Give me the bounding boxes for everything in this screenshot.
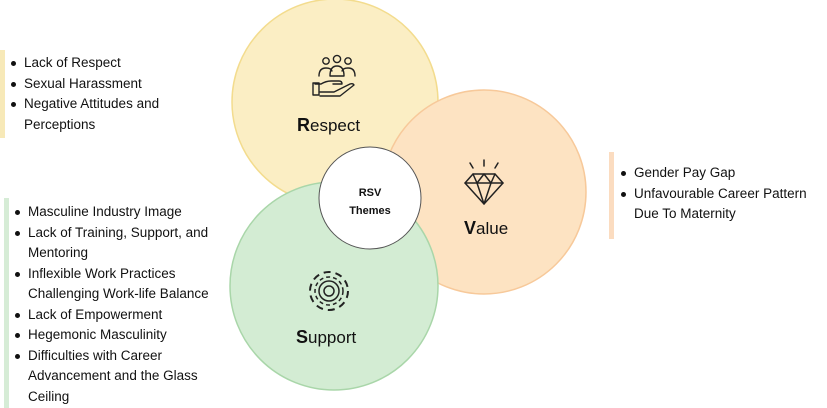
- list-item: Negative Attitudes and: [8, 94, 159, 115]
- list-item: Lack of Respect: [8, 53, 159, 74]
- gear-icon: [309, 271, 349, 311]
- value-label-rest: alue: [476, 219, 508, 238]
- list-item: Lack of Empowerment: [12, 305, 209, 326]
- support-label: Support: [296, 327, 356, 347]
- respect-label-initial: R: [297, 115, 310, 135]
- support-label-initial: S: [296, 327, 308, 347]
- list-item: Lack of Training, Support, and: [12, 223, 209, 244]
- respect-list-accent-bar: [0, 50, 5, 138]
- support-issue-list: Masculine Industry Image Lack of Trainin…: [12, 202, 209, 407]
- value-list-accent-bar: [609, 152, 614, 239]
- respect-label-rest: espect: [310, 116, 360, 135]
- list-item-continuation: Ceiling: [28, 388, 70, 404]
- list-item-continuation: Challenging Work-life Balance: [28, 286, 209, 301]
- center-circle: [318, 146, 422, 250]
- value-label-initial: V: [464, 218, 476, 238]
- list-item: Unfavourable Career Pattern: [618, 184, 807, 205]
- list-item: Masculine Industry Image: [12, 202, 209, 223]
- value-issue-list: Gender Pay Gap Unfavourable Career Patte…: [618, 163, 807, 225]
- respect-issue-list: Lack of Respect Sexual Harassment Negati…: [8, 53, 159, 135]
- list-item: Gender Pay Gap: [618, 163, 807, 184]
- list-item-continuation: Advancement and the Glass: [28, 368, 198, 383]
- center-label-line1: RSV: [359, 187, 382, 199]
- center-label-line2: Themes: [349, 205, 391, 217]
- diamond-icon: [464, 159, 504, 205]
- support-list-accent-bar: [4, 198, 9, 408]
- list-item: Inflexible Work Practices: [12, 264, 209, 285]
- support-label-rest: upport: [308, 328, 356, 347]
- list-item-continuation: Perceptions: [24, 116, 96, 132]
- people-hand-icon: [312, 54, 356, 97]
- list-item-continuation: Mentoring: [28, 245, 89, 260]
- list-item-continuation: Due To Maternity: [634, 206, 736, 221]
- value-label: Value: [464, 218, 508, 238]
- list-item: Difficulties with Career: [12, 346, 209, 367]
- respect-label: Respect: [297, 115, 360, 135]
- list-item: Hegemonic Masculinity: [12, 325, 209, 346]
- list-item: Sexual Harassment: [8, 74, 159, 95]
